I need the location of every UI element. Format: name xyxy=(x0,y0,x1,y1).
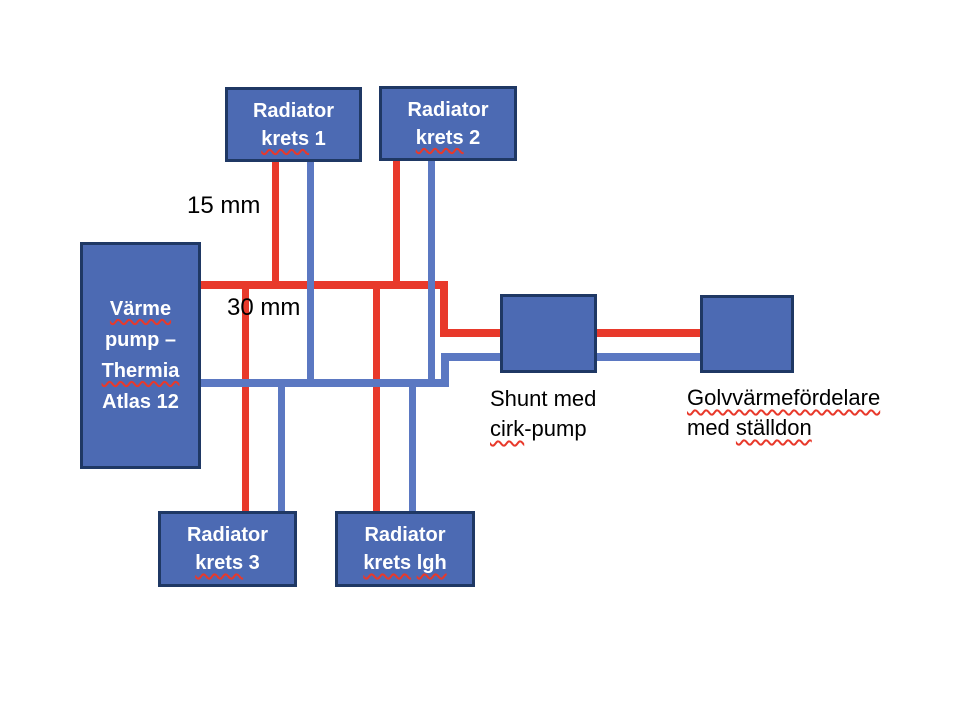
radiator-krets-3-line1: Radiator xyxy=(186,524,269,546)
pipe-size-label-30mm: 30 mm xyxy=(227,294,301,321)
heat-pump-line2: pump – xyxy=(104,328,177,351)
radiator-krets-3-box: Radiator krets 3 xyxy=(158,511,297,587)
pipe-supply-krets3 xyxy=(242,283,249,513)
floor-heating-label-line1: Golvvärmefördelare xyxy=(687,385,881,410)
pipe-return-main xyxy=(200,379,448,387)
radiator-krets-1-line2: krets 1 xyxy=(261,127,326,150)
radiator-krets-3-line2: krets 3 xyxy=(195,552,260,574)
pipe-return-to-shunt xyxy=(441,353,500,361)
radiator-krets-2-line2: krets 2 xyxy=(415,126,481,149)
radiator-krets-2-box: Radiator krets 2 xyxy=(379,86,517,161)
pipe-supply-to-shunt xyxy=(440,329,500,337)
radiator-krets-lgh-line2: krets lgh xyxy=(363,552,447,574)
radiator-krets-1-line1: Radiator xyxy=(252,99,335,122)
radiator-krets-lgh-box: Radiator krets lgh xyxy=(335,511,475,587)
pipe-return-krets2 xyxy=(428,159,435,385)
heat-pump-line4: Atlas 12 xyxy=(102,390,179,413)
floor-heating-distributor-label: Golvvärmefördelare med ställdon xyxy=(687,383,880,443)
shunt-box xyxy=(500,294,597,373)
shunt-label: Shunt med cirk-pump xyxy=(490,384,596,444)
heat-pump-box: Värme pump – Thermia Atlas 12 xyxy=(80,242,201,469)
floor-heating-label-line2: med ställdon xyxy=(687,415,812,440)
pipe-supply-krets1 xyxy=(272,160,279,289)
pipe-supply-krets2 xyxy=(393,159,400,289)
shunt-label-line2: cirk-pump xyxy=(490,416,587,441)
radiator-krets-2-line1: Radiator xyxy=(407,98,489,121)
pipe-supply-main xyxy=(200,281,448,289)
radiator-krets-lgh-line1: Radiator xyxy=(364,524,446,546)
pipe-return-krets1 xyxy=(307,160,314,385)
shunt-label-line1: Shunt med xyxy=(490,386,597,411)
pipe-return-elbow-vertical xyxy=(441,353,449,387)
pipe-return-krets3 xyxy=(278,381,285,513)
heat-pump-line1: Värme xyxy=(109,297,172,320)
pipe-supply-shunt-to-distributor xyxy=(597,329,700,337)
heat-pump-line3: Thermia xyxy=(101,359,180,382)
floor-heating-distributor-box xyxy=(700,295,794,373)
radiator-krets-1-box: Radiator krets 1 xyxy=(225,87,362,162)
pipe-size-label-15mm: 15 mm xyxy=(187,192,261,219)
pipe-supply-krets-lgh xyxy=(373,283,380,513)
pipe-return-shunt-to-distributor xyxy=(597,353,700,361)
pipe-supply-elbow-vertical xyxy=(440,281,448,337)
pipe-return-krets-lgh xyxy=(409,381,416,513)
